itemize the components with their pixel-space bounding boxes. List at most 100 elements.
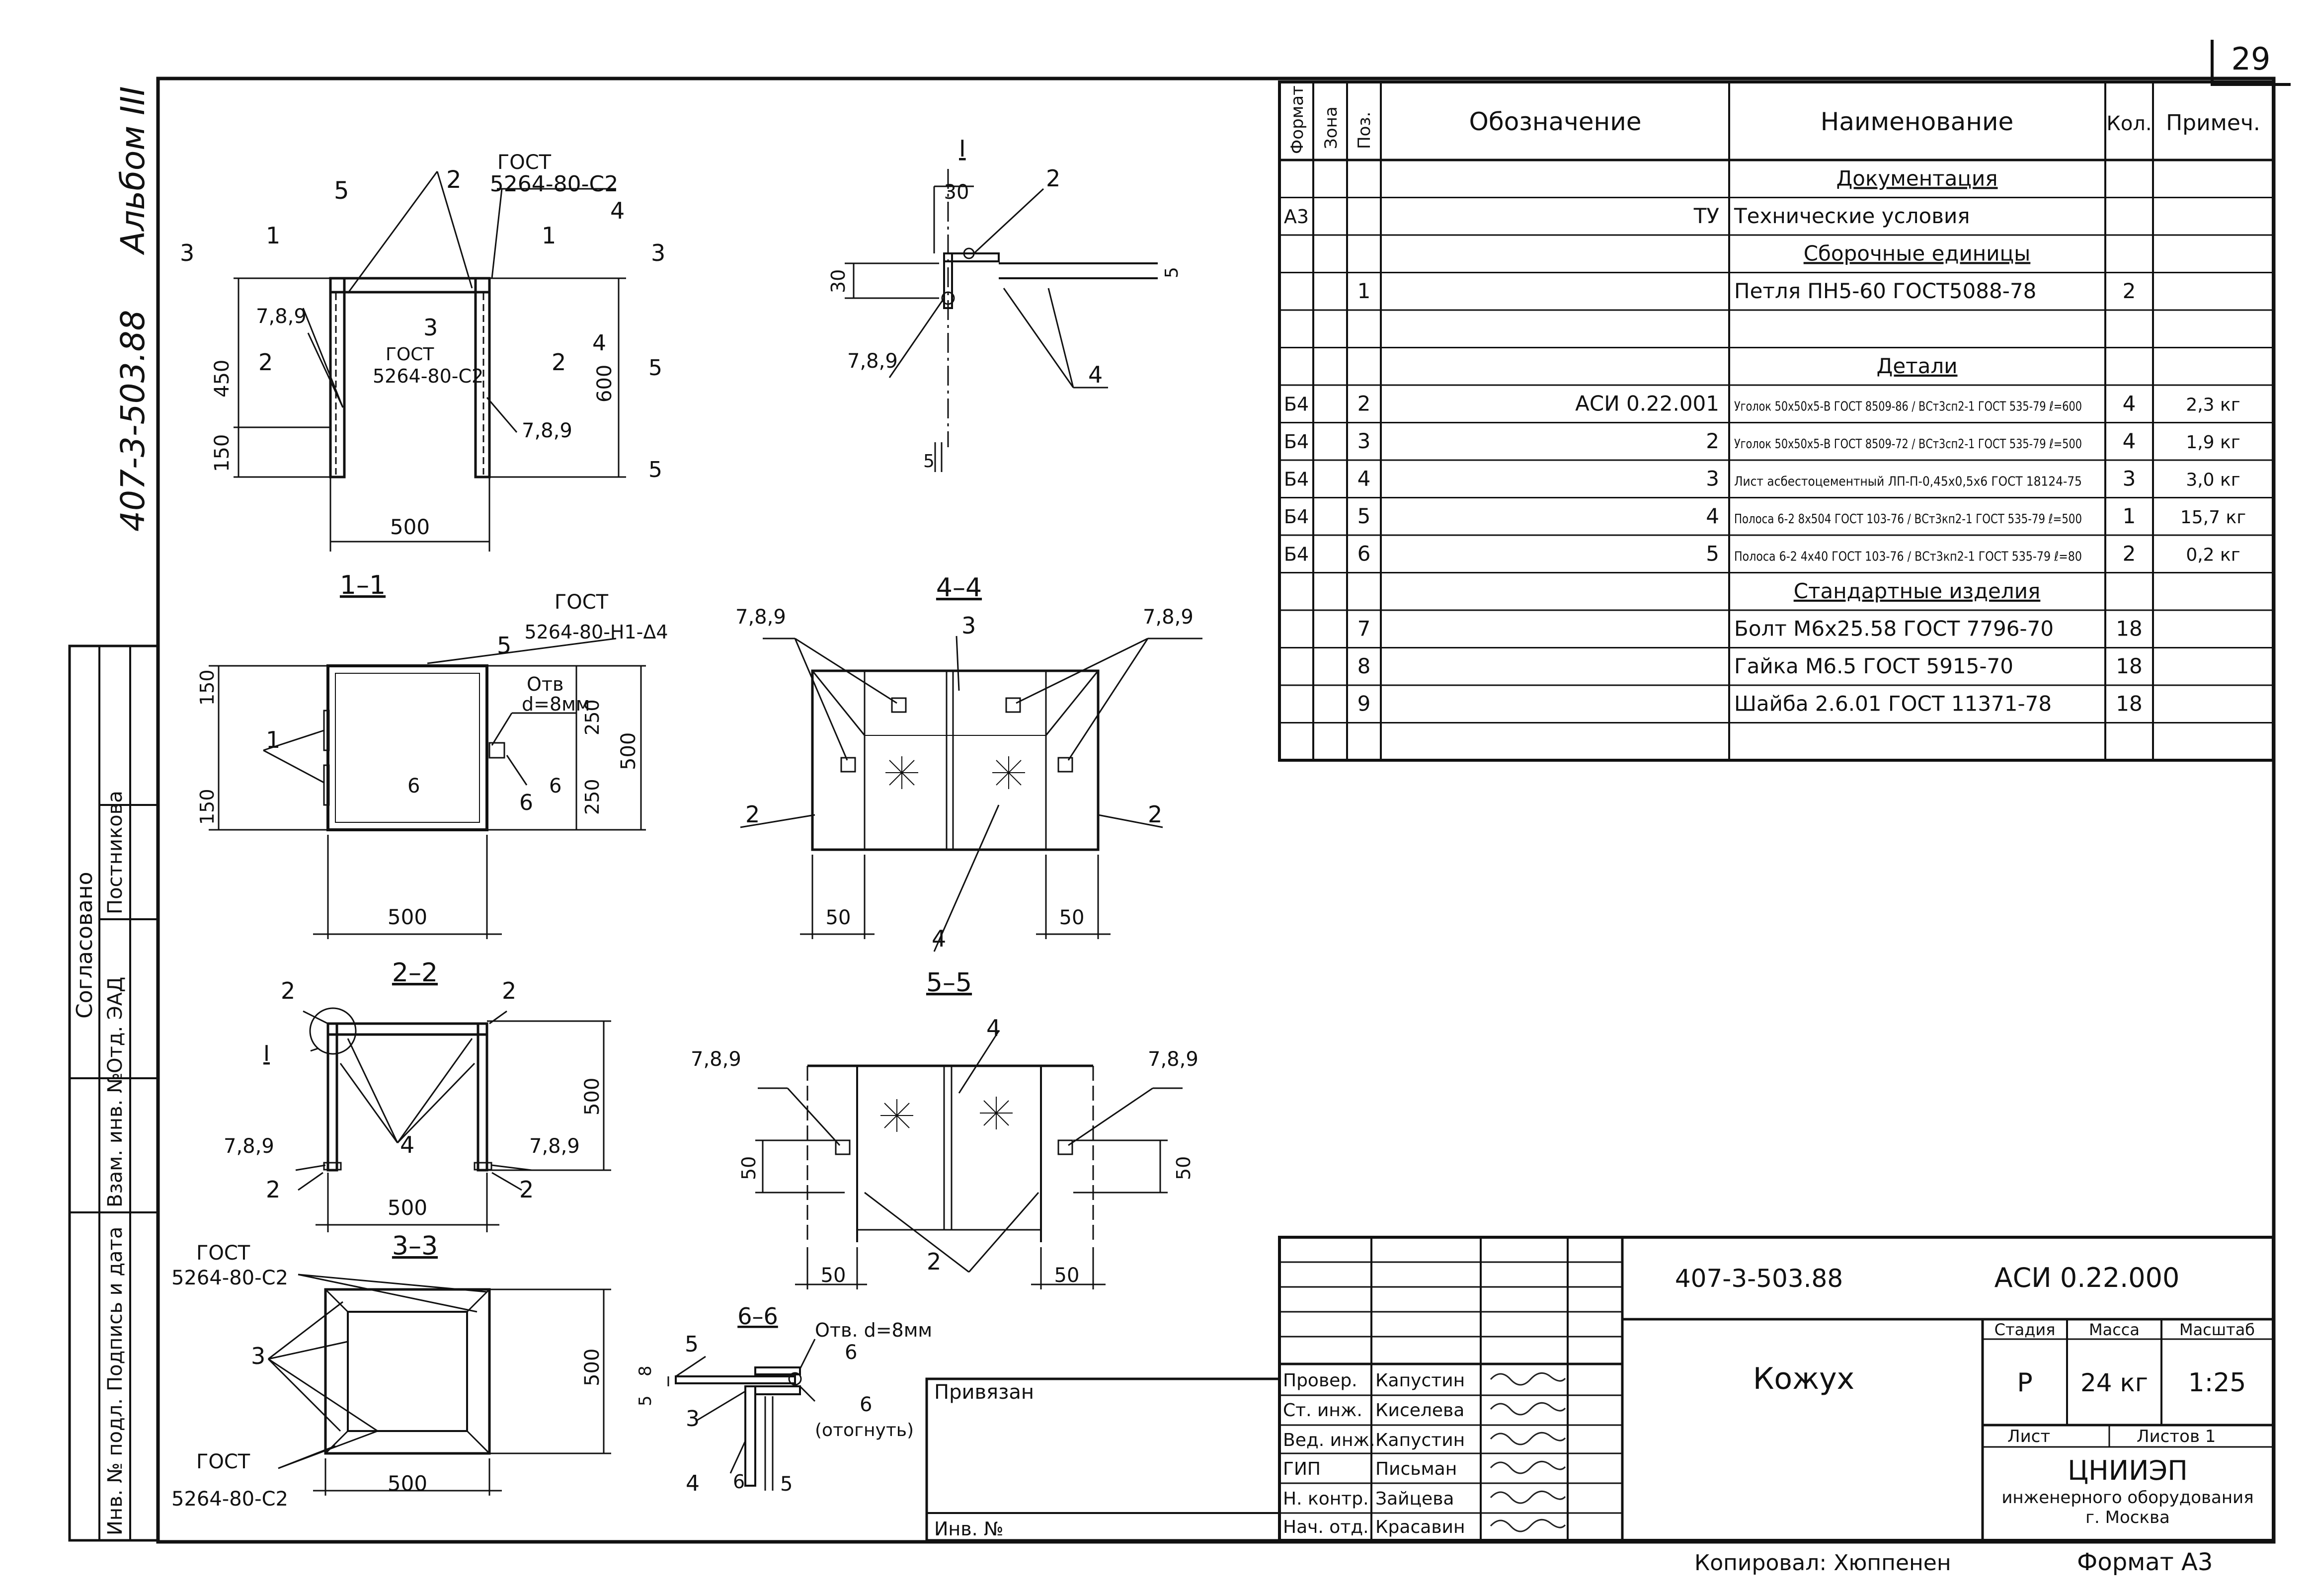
s55-789-right: 7,8,9 <box>1148 1048 1198 1071</box>
s55-dim-50-left: 50 <box>738 1156 760 1180</box>
role-name: Капустин <box>1375 1370 1465 1391</box>
section-1-1-title: 1–1 <box>340 570 386 600</box>
s44-pos-2-right: 2 <box>1148 801 1162 828</box>
section-1-1-labels: 1–1 ГОСТ 5264-80-Н1-Δ4 5 Отв d=8мм 1 6 6… <box>196 570 668 929</box>
item-name: Кожух <box>1753 1361 1854 1396</box>
detail-I-labels: I 30 2 30 5 7,8,9 4 5 <box>827 135 1182 472</box>
s66-pos-6-bent: 6 <box>860 1393 872 1416</box>
spec-cell-qty: 18 <box>2116 616 2142 640</box>
spec-cell-format: А3 <box>1284 206 1309 228</box>
spec-row: Стандартные изделия <box>1794 579 2041 603</box>
header-format: Формат <box>1287 85 1307 154</box>
s22-pos-2-tl: 2 <box>281 977 295 1004</box>
s44-pos-2-left: 2 <box>745 801 760 828</box>
name-postnikova: Постникова <box>104 791 127 914</box>
s33-gost-top-1: ГОСТ <box>196 1242 250 1265</box>
section-4-4-labels: 4–4 3 7,8,9 7,8,9 2 2 4 50 50 <box>735 573 1194 952</box>
spec-cell-name: Болт М6х25.58 ГОСТ 7796-70 <box>1734 616 2054 640</box>
s11-gost-1: ГОСТ <box>555 591 609 614</box>
title-block <box>925 1236 2275 1542</box>
spec-cell-name: Технические условия <box>1734 204 1970 228</box>
spec-cell-note: 1,9 кг <box>2186 432 2240 453</box>
s33-dim-500-v: 500 <box>581 1349 604 1386</box>
spec-cell-designation: 4 <box>1706 504 1719 528</box>
spec-row: Детали <box>1877 354 1958 378</box>
main-view-labels: ГОСТ 5264-80-С2 5 2 1 1 4 3 3 7,8,9 3 ГО… <box>180 151 665 539</box>
section-2-2-labels: 2–2 2 2 I 4 7,8,9 7,8,9 2 2 500 500 <box>224 958 604 1220</box>
main-pos-5: 5 <box>334 177 349 205</box>
spec-cell-pos: 2 <box>1357 391 1371 415</box>
copied-by: Копировал: Хюппенен <box>1694 1550 1951 1576</box>
s33-dim-500-h: 500 <box>388 1471 427 1496</box>
main-cut-4: 4 <box>610 197 625 224</box>
spec-cell-qty: 4 <box>2123 391 2136 415</box>
spec-cell-qty: 3 <box>2123 466 2136 490</box>
spec-cell-pos: 7 <box>1357 616 1371 640</box>
s44-pos-4: 4 <box>932 925 946 952</box>
detail-pos-2: 2 <box>1046 165 1060 192</box>
main-cut-2b: 2 <box>552 349 566 376</box>
main-dim-500: 500 <box>390 515 430 539</box>
main-dim-600: 600 <box>593 365 616 402</box>
main-dim-450: 450 <box>211 360 234 398</box>
section-6-6-labels: 6–6 Отв. d=8мм 5 6 5 8 3 6 (отогнуть) 4 … <box>636 1303 932 1496</box>
spec-cell-name: Документация <box>1836 166 1997 190</box>
s44-dim-50-left: 50 <box>826 906 851 929</box>
section-5-5-labels: 5–5 4 7,8,9 7,8,9 50 50 2 50 50 <box>691 968 1198 1287</box>
signature-scribble <box>1490 1490 1566 1504</box>
spec-table: Формат Зона Поз. Обозначение Наименовани… <box>1278 80 2275 762</box>
spec-cell-designation: АСИ 0.22.001 <box>1575 391 1719 415</box>
s11-pos-1: 1 <box>266 726 280 753</box>
privyazan-label: Привязан <box>934 1381 1034 1404</box>
role-label: Нач. отд. <box>1283 1517 1369 1537</box>
section-3-3 <box>267 1274 611 1496</box>
main-789-left: 7,8,9 <box>256 305 307 328</box>
header-designation: Обозначение <box>1469 107 1642 136</box>
s66-pos-5-bot: 5 <box>780 1473 793 1496</box>
s66-pos-3: 3 <box>686 1406 700 1432</box>
section-5-5-title: 5–5 <box>926 968 972 998</box>
mass-value: 24 кг <box>2080 1368 2148 1397</box>
section-3-3-title: 3–3 <box>392 1231 438 1261</box>
format-label: Формат А3 <box>2077 1548 2213 1576</box>
s55-pos-2: 2 <box>927 1248 941 1275</box>
s55-pos-4: 4 <box>986 1015 1001 1041</box>
signature-scribble <box>1490 1518 1566 1532</box>
section-4-4 <box>740 636 1202 952</box>
section-6-6-title: 6–6 <box>737 1303 778 1330</box>
s22-dim-500-v: 500 <box>581 1078 604 1116</box>
role-label: Вед. инж. <box>1283 1430 1375 1450</box>
spec-cell-format: Б4 <box>1284 393 1309 415</box>
s55-789-left: 7,8,9 <box>691 1048 741 1071</box>
spec-cell-qty: 18 <box>2116 654 2142 678</box>
stage-label: Стадия <box>1994 1320 2056 1339</box>
s33-gost-bot-1: ГОСТ <box>196 1450 250 1473</box>
s22-789-right: 7,8,9 <box>529 1135 580 1158</box>
signature-scribble <box>1490 1402 1566 1416</box>
role-label: ГИП <box>1283 1459 1321 1479</box>
main-cut-3b: 3 <box>651 239 665 266</box>
doc-code: 407-3-503.88 <box>1675 1264 1843 1293</box>
signature-row: Ст. инж.Киселева <box>1283 1400 1566 1421</box>
main-cut-5b: 5 <box>648 457 662 482</box>
signature-row: Н. контр.Зайцева <box>1283 1489 1566 1509</box>
s11-hole-1: Отв <box>527 673 563 695</box>
spec-cell-format: Б4 <box>1284 468 1309 490</box>
detail-dim-5-right: 5 <box>1162 267 1182 278</box>
s66-dim-8: 8 <box>636 1365 655 1376</box>
spec-cell-name: Сборочные единицы <box>1804 241 2031 265</box>
role-label: Провер. <box>1283 1370 1357 1391</box>
section-3-3-labels: 3–3 ГОСТ 5264-80-С2 3 ГОСТ 5264-80-С2 50… <box>171 1231 604 1511</box>
spec-cell-name: Уголок 50х50х5-В ГОСТ 8509-72 / ВСт3сп2-… <box>1734 437 2082 452</box>
s33-gost-top-2: 5264-80-С2 <box>171 1267 288 1289</box>
s55-dim-50-right: 50 <box>1173 1156 1195 1180</box>
main-cut-2: 2 <box>258 349 273 376</box>
s44-789-right: 7,8,9 <box>1143 606 1194 629</box>
spec-cell-format: Б4 <box>1284 431 1309 453</box>
